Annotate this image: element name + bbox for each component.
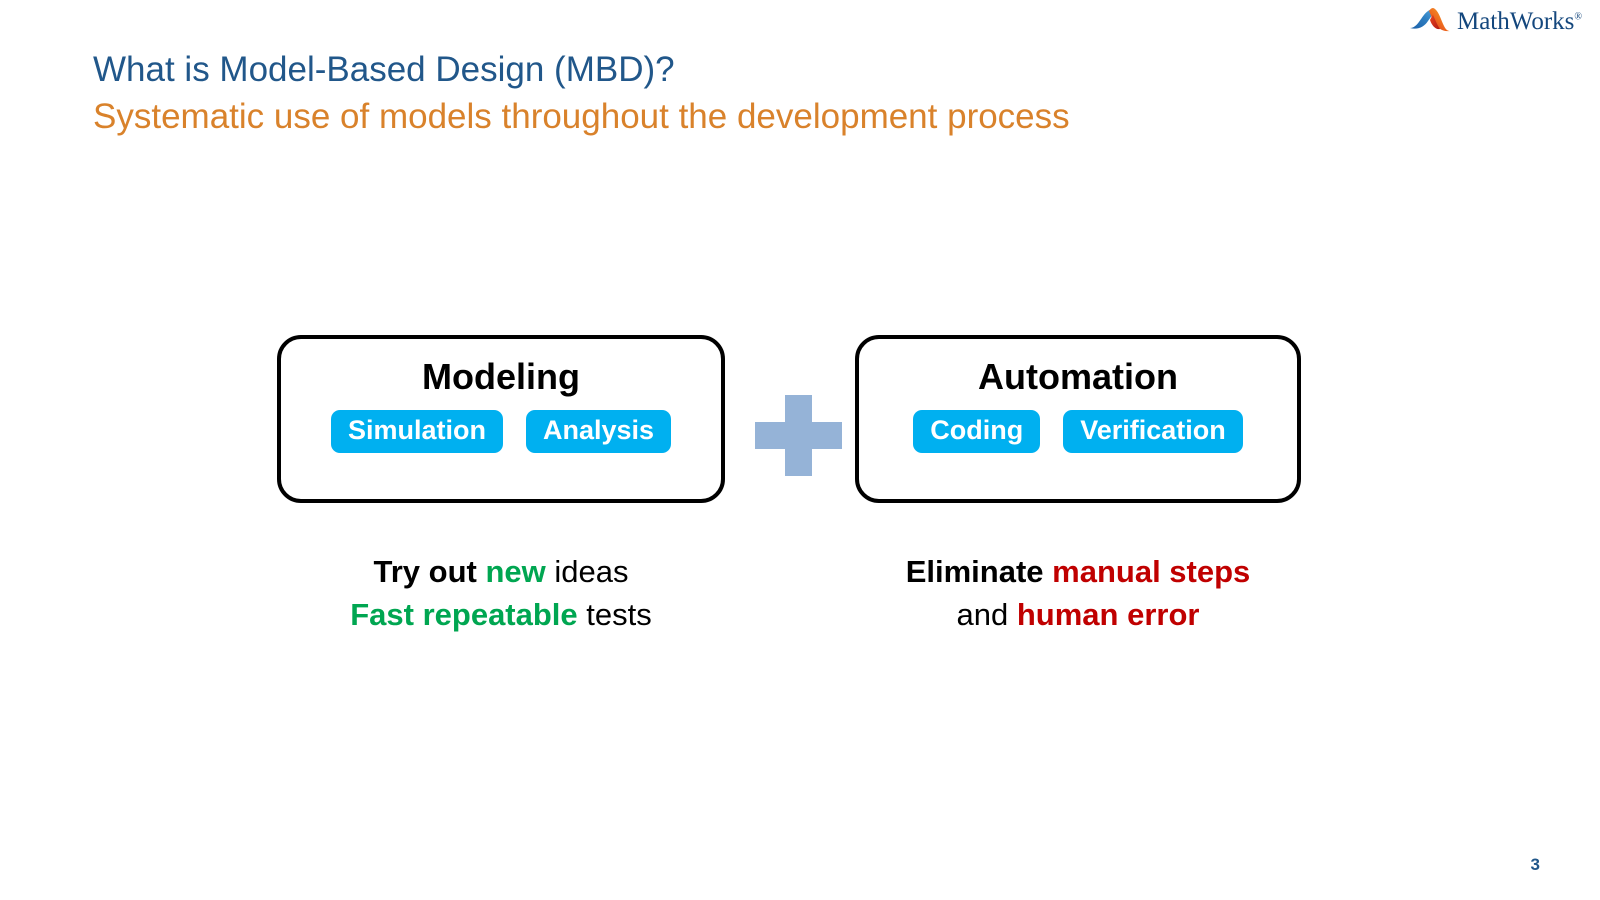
caption-run: and xyxy=(956,596,1017,632)
caption-run: Try out xyxy=(373,554,486,589)
plus-icon-vertical-bar xyxy=(785,395,812,476)
concept-title-automation: Automation xyxy=(978,356,1178,397)
caption-run: human error xyxy=(1016,596,1200,632)
caption-line: and human error xyxy=(848,594,1308,637)
pill-analysis[interactable]: Analysis xyxy=(525,409,672,454)
pill-row-modeling: Simulation Analysis xyxy=(330,409,672,454)
registered-mark: ® xyxy=(1574,11,1582,23)
logo-wordmark-text: MathWorks xyxy=(1456,7,1575,35)
pill-coding[interactable]: Coding xyxy=(913,409,1041,454)
caption-run: Fast repeatable xyxy=(350,596,578,632)
caption-run: ideas xyxy=(545,554,629,589)
caption-run: new xyxy=(485,554,546,589)
page-subtitle: Systematic use of models throughout the … xyxy=(93,97,1070,136)
pill-simulation[interactable]: Simulation xyxy=(330,409,503,454)
pill-verification[interactable]: Verification xyxy=(1063,409,1243,454)
concept-box-automation: Automation Coding Verification xyxy=(855,335,1301,503)
caption-line: Try out new ideas xyxy=(271,551,731,594)
pill-row-automation: Coding Verification xyxy=(913,409,1243,454)
mathworks-membrane-icon xyxy=(1409,7,1450,32)
concept-box-modeling: Modeling Simulation Analysis xyxy=(277,335,725,503)
caption-run: manual steps xyxy=(1052,554,1251,589)
concept-title-modeling: Modeling xyxy=(422,356,580,397)
caption-run: Eliminate xyxy=(905,554,1053,589)
caption-line: Fast repeatable tests xyxy=(271,594,731,637)
page-title: What is Model-Based Design (MBD)? xyxy=(93,50,675,89)
caption-run: tests xyxy=(577,596,652,632)
caption-line: Eliminate manual steps xyxy=(848,551,1308,594)
logo-wordmark: MathWorks® xyxy=(1457,9,1582,34)
plus-icon xyxy=(755,395,842,476)
mathworks-logo: MathWorks® xyxy=(1409,6,1582,36)
page-number: 3 xyxy=(1530,855,1540,874)
